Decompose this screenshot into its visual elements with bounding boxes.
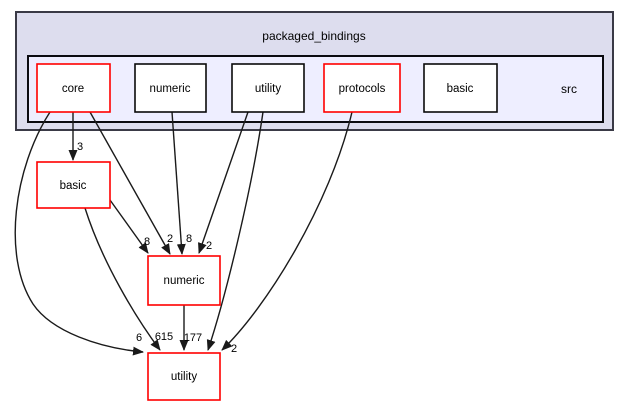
node-src-utility-box [231, 63, 305, 113]
edge-label-srcnum-numeric: 8 [186, 233, 192, 245]
edge-label-core-numeric: 2 [167, 233, 173, 245]
edge-label-srcutil-numeric: 2 [206, 240, 212, 252]
node-ext-utility-box [147, 352, 221, 401]
node-src-basic-label: basic [447, 83, 474, 95]
node-src-core[interactable]: core [36, 63, 111, 113]
node-src-utility[interactable]: utility [231, 63, 305, 113]
edge-label-numeric-utility: 177 [184, 332, 202, 344]
edge-src-numeric-to-numeric [171, 111, 186, 255]
node-src-numeric-label: numeric [150, 83, 191, 95]
edge-label-core-basic: 3 [77, 141, 83, 153]
edge-label-protocols-utility: 2 [231, 343, 237, 355]
node-src-core-box [36, 63, 111, 113]
node-ext-utility[interactable]: utility [147, 352, 221, 401]
inner-cluster-label[interactable]: src [561, 82, 577, 96]
node-ext-basic[interactable]: basic [36, 161, 111, 209]
node-ext-basic-label: basic [60, 180, 87, 192]
node-ext-basic-box [36, 161, 111, 209]
node-src-numeric-box [134, 63, 207, 113]
node-ext-numeric-box [147, 255, 221, 306]
edge-src-utility-to-utility [206, 111, 264, 351]
node-src-basic[interactable]: basic [423, 63, 498, 113]
edge-core-to-numeric [89, 111, 171, 255]
node-src-protocols-label: protocols [339, 83, 386, 95]
node-src-basic-box [423, 63, 498, 113]
node-ext-utility-label: utility [171, 371, 197, 383]
node-src-numeric[interactable]: numeric [134, 63, 207, 113]
node-src-core-label: core [62, 83, 84, 95]
edge-core-to-utility [14, 111, 144, 356]
node-src-utility-label: utility [255, 83, 281, 95]
inner-cluster-box [27, 55, 604, 123]
node-ext-numeric-label: numeric [164, 275, 205, 287]
edge-basic-to-utility [84, 207, 161, 351]
edge-label-core-utility: 6 [136, 332, 142, 344]
edge-label-basic-utility: 615 [155, 331, 173, 343]
edge-protocols-to-utility [221, 111, 353, 351]
edge-basic-to-numeric [109, 199, 149, 254]
node-src-protocols-box [323, 63, 401, 113]
edge-label-basic-numeric: 8 [144, 236, 150, 248]
node-src-protocols[interactable]: protocols [323, 63, 401, 113]
outer-cluster-label[interactable]: packaged_bindings [262, 29, 365, 43]
edge-src-utility-to-numeric [198, 111, 249, 254]
node-ext-numeric[interactable]: numeric [147, 255, 221, 306]
